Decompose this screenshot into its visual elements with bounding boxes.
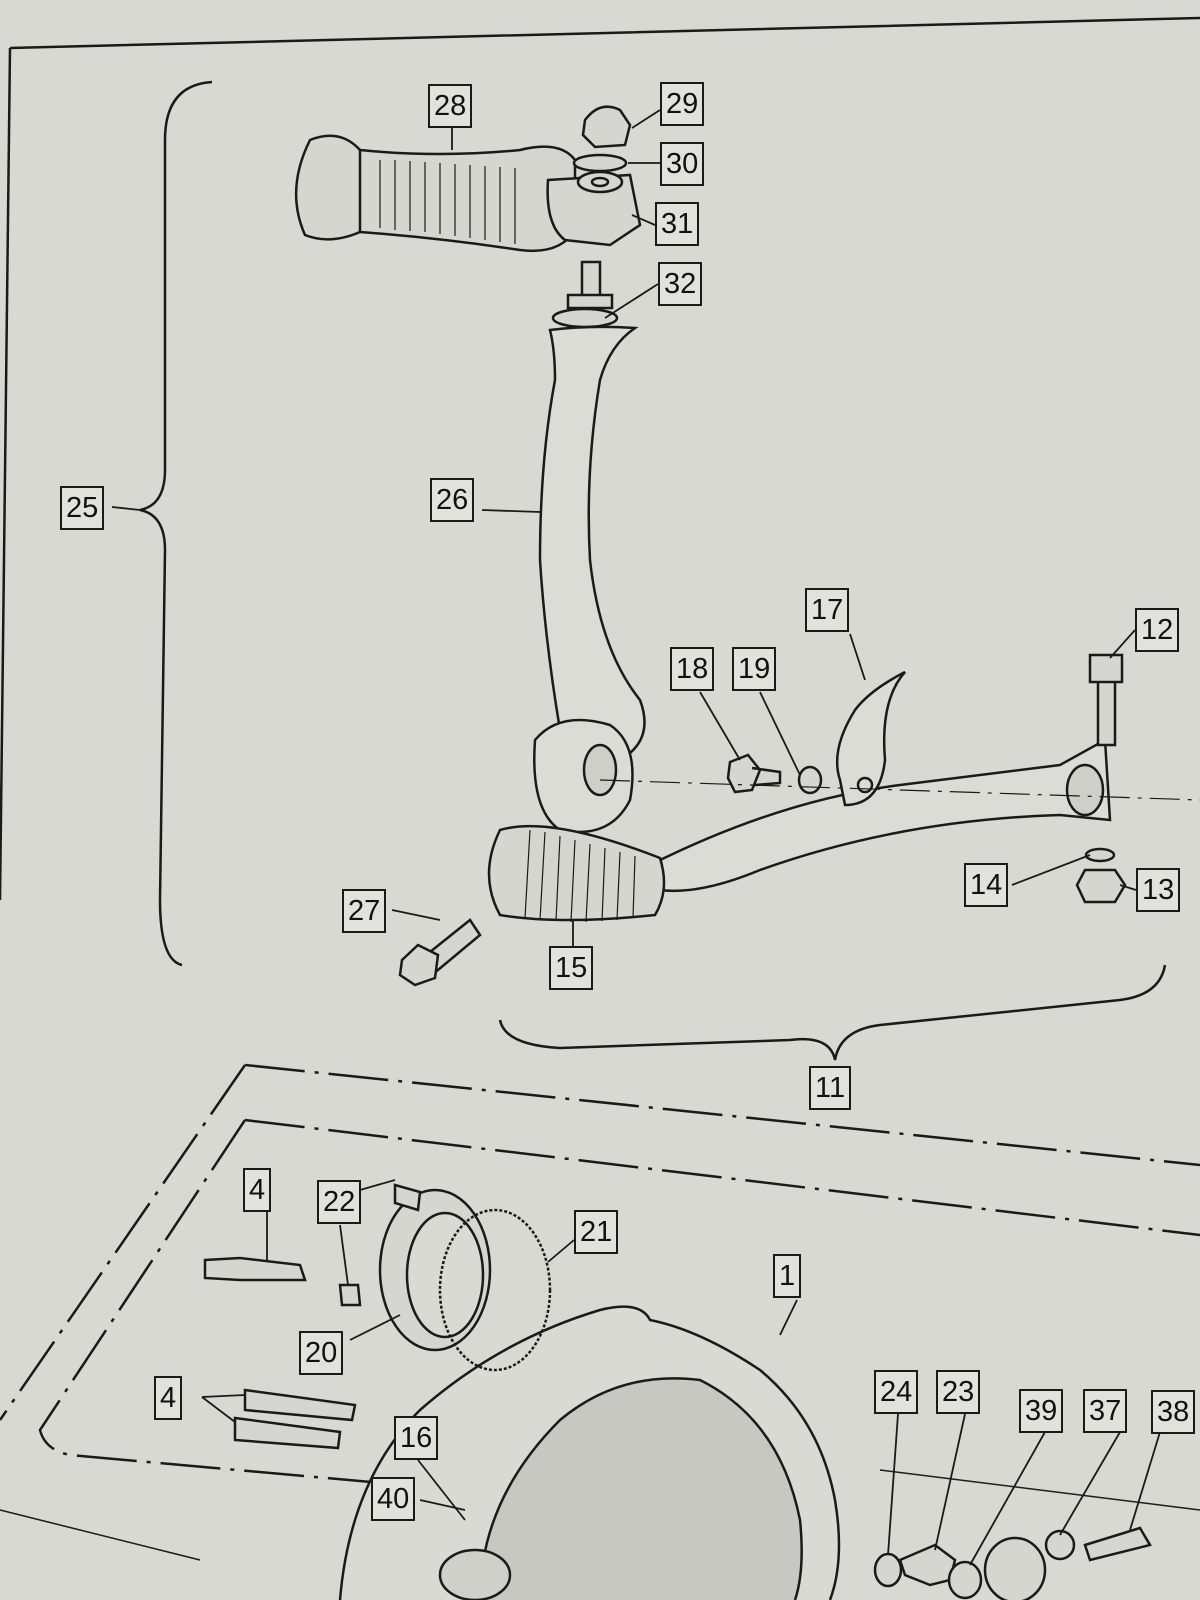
leader-line-16 (417, 1459, 466, 1521)
callout-label-20: 20 (299, 1331, 344, 1375)
brace-25 (139, 80, 213, 967)
panel-outline-inner (38, 1118, 1200, 1492)
callout-label-28: 28 (428, 84, 473, 128)
callout-label-38: 38 (1151, 1390, 1196, 1434)
callout-label-16: 16 (394, 1416, 439, 1460)
callout-label-21: 21 (574, 1210, 619, 1254)
callout-label-12: 12 (1135, 608, 1180, 652)
leader-line-17 (849, 633, 866, 681)
footrest-grip-drawing (487, 824, 666, 922)
callout-label-26: 26 (430, 478, 475, 522)
leader-line-18 (699, 691, 741, 761)
handlebar-grip-drawing (294, 134, 642, 252)
callout-label-13: 13 (1136, 868, 1181, 912)
leader-line-22 (339, 1224, 349, 1286)
callout-label-32: 32 (658, 262, 703, 306)
cap-nut-drawing (581, 105, 632, 149)
leader-line-20 (349, 1314, 401, 1341)
callout-label-4: 4 (243, 1168, 272, 1212)
callout-label-23: 23 (936, 1370, 981, 1414)
leader-line-26 (481, 509, 541, 513)
leader-line-40 (419, 1499, 466, 1511)
leader-line-14 (1011, 854, 1091, 886)
callout-label-1: 1 (773, 1254, 802, 1298)
page-border (0, 16, 1200, 901)
callout-label-15: 15 (549, 946, 594, 990)
leader-line-32 (604, 283, 659, 319)
leader-line-29 (631, 109, 661, 129)
leader-line-4 (201, 1396, 236, 1423)
leader-line-22 (359, 1179, 396, 1191)
lever-arm-drawing (538, 325, 646, 762)
leader-line-19 (759, 691, 801, 776)
pedal-arm-drawing (648, 737, 1112, 893)
callout-label-11: 11 (809, 1066, 852, 1110)
stop-17-drawing (835, 670, 906, 807)
callout-label-4: 4 (154, 1376, 183, 1420)
leader-line-23 (934, 1413, 966, 1551)
leader-line-31 (631, 214, 656, 226)
callout-label-18: 18 (670, 647, 715, 691)
callout-label-24: 24 (874, 1370, 919, 1414)
leader-line-25 (111, 506, 141, 511)
leader-line-13 (1119, 884, 1137, 891)
gasket-21-drawing (438, 1208, 552, 1372)
leader-line-24 (887, 1413, 899, 1556)
callout-label-37: 37 (1083, 1389, 1128, 1433)
callout-label-17: 17 (805, 588, 850, 632)
callout-label-40: 40 (371, 1477, 416, 1521)
leader-line-27 (391, 909, 441, 921)
leader-line-4 (201, 1394, 246, 1398)
callout-label-30: 30 (660, 142, 705, 186)
brace-11 (498, 964, 1167, 1061)
bolt-12-drawing (1088, 653, 1124, 747)
leader-line-38 (1129, 1431, 1161, 1531)
callout-label-31: 31 (655, 202, 700, 246)
callout-label-22: 22 (317, 1180, 362, 1224)
callout-label-14: 14 (964, 863, 1009, 907)
callout-label-19: 19 (732, 647, 777, 691)
leader-line-37 (1059, 1431, 1121, 1536)
bolt-18-drawing (726, 753, 782, 794)
panel-outline-outer (0, 1063, 1200, 1421)
stud-drawing (566, 260, 614, 310)
screw-4-drawing (203, 1256, 307, 1282)
leader-line-1 (779, 1299, 798, 1336)
leader-line-39 (969, 1431, 1046, 1566)
leader-line-12 (1109, 629, 1136, 659)
leader-line-21 (547, 1239, 575, 1263)
callout-label-27: 27 (342, 889, 387, 933)
callout-label-39: 39 (1019, 1389, 1064, 1433)
washer-drawing (572, 153, 628, 173)
callout-label-25: 25 (60, 486, 105, 530)
callout-label-29: 29 (660, 82, 705, 126)
